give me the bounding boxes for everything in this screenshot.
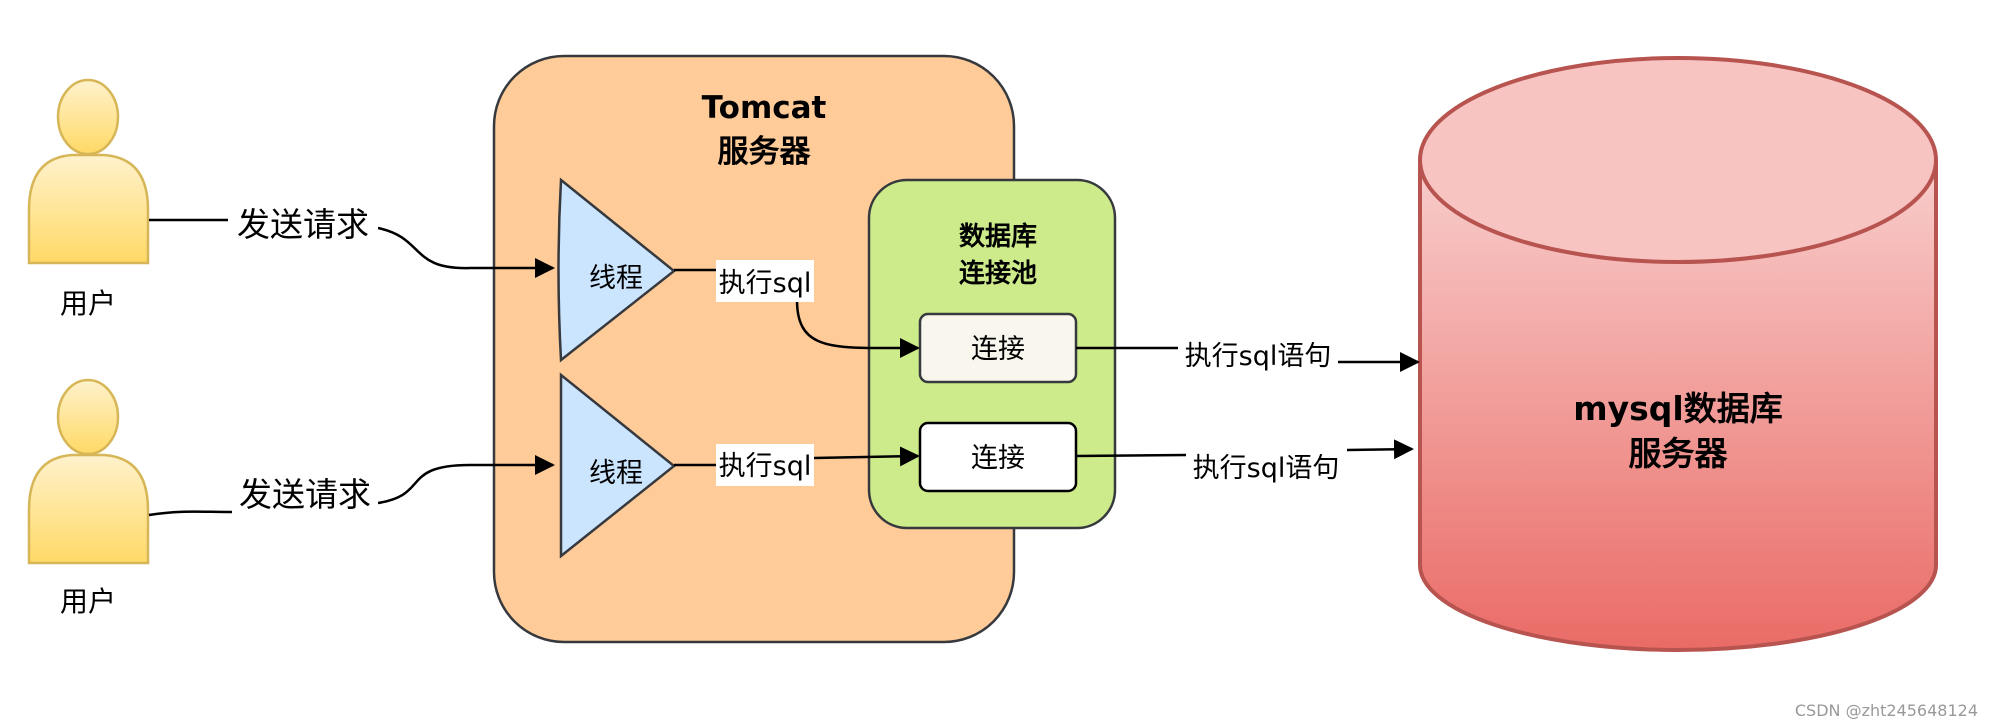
- thread-triangle-1: 线程: [557, 177, 677, 363]
- thread-label-2: 线程: [589, 458, 643, 489]
- request-arrow-1: [149, 218, 553, 268]
- user-label-1: 用户: [60, 287, 116, 320]
- connection-label-2: 连接: [971, 443, 1025, 474]
- request-label-1: 发送请求: [237, 205, 369, 244]
- mysql-database-cylinder: mysql数据库 服务器: [1418, 56, 1938, 652]
- user-icon-1: 用户: [27, 78, 150, 320]
- user-icon-2: 用户: [27, 378, 150, 618]
- exec-arrow-1: [674, 268, 918, 348]
- tomcat-title-line2: 服务器: [718, 134, 812, 170]
- request-label-2: 发送请求: [239, 475, 371, 514]
- sql-arrow-1: [1076, 348, 1418, 362]
- exec-label-1-group: 执行sql: [716, 260, 814, 302]
- thread-label-1: 线程: [589, 263, 643, 294]
- sql-label-2: 执行sql语句: [1193, 453, 1340, 484]
- pool-title-line2: 连接池: [959, 259, 1037, 289]
- sql-label-1-group: 执行sql语句: [1178, 335, 1338, 377]
- connection-box-2: 连接: [918, 421, 1078, 493]
- exec-label-2-group: 执行sql: [716, 444, 814, 486]
- request-arrow-2: [148, 465, 553, 517]
- exec-label-1: 执行sql: [719, 268, 812, 299]
- tomcat-title-line1: Tomcat: [702, 90, 827, 126]
- pool-title-line1: 数据库: [959, 222, 1037, 252]
- request-label-1-group: 发送请求: [228, 200, 378, 248]
- watermark-text: CSDN @zht245648124: [1795, 701, 1978, 720]
- exec-label-2: 执行sql: [719, 451, 812, 482]
- database-title-line2: 服务器: [1629, 434, 1729, 473]
- sql-label-2-group: 执行sql语句: [1186, 448, 1347, 490]
- request-label-2-group: 发送请求: [232, 470, 378, 518]
- connection-box-1: 连接: [918, 312, 1078, 384]
- connection-label-1: 连接: [971, 334, 1025, 365]
- database-title-line1: mysql数据库: [1573, 389, 1782, 428]
- sql-label-1: 执行sql语句: [1185, 341, 1332, 372]
- exec-arrow-2: [674, 456, 918, 465]
- sql-arrow-2: [1075, 449, 1412, 456]
- user-label-2: 用户: [60, 585, 116, 618]
